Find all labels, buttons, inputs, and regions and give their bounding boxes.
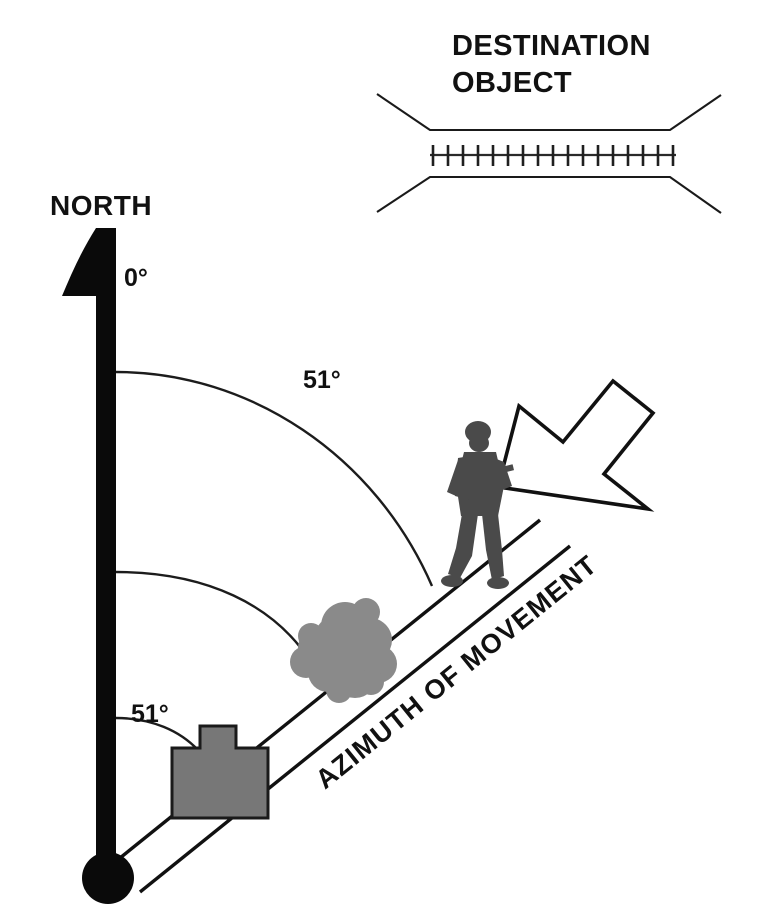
destination-hatched-line — [430, 145, 676, 166]
foliage-lobe — [358, 669, 384, 695]
foliage-lobe — [298, 623, 324, 649]
movement-arrowhead-group — [495, 378, 656, 512]
foliage-lobe — [326, 677, 352, 703]
zero-degree-label: 0° — [124, 264, 148, 292]
lower-angle-label: 51° — [131, 700, 169, 728]
destination-object-title-line1: DESTINATION — [452, 30, 651, 62]
upper-angle-arc — [115, 370, 434, 587]
north-arrow-group: NORTH 0° — [50, 190, 152, 878]
lower-angle-arc — [115, 716, 199, 751]
north-arrowhead — [62, 228, 96, 296]
soldier-figure — [441, 421, 515, 589]
soldier-head — [469, 434, 489, 452]
soldier-arm-left — [447, 460, 466, 496]
hatched-tick-marks — [431, 145, 675, 166]
soldier-boot-right — [487, 577, 509, 589]
soldier-weapon — [465, 464, 515, 482]
middle-angle-arc — [115, 570, 314, 665]
origin-point-group — [82, 852, 134, 904]
soldier-arm-right — [494, 458, 512, 490]
destination-upper-boundary-line — [376, 93, 722, 132]
destination-object-title-line2: OBJECT — [452, 67, 572, 99]
destination-object-group: DESTINATION OBJECT — [376, 30, 722, 214]
north-label: NORTH — [50, 190, 152, 221]
destination-lower-boundary-line — [376, 175, 722, 214]
soldier-leg-right — [482, 514, 504, 580]
building-symbol — [170, 724, 270, 820]
building-outline — [170, 724, 270, 820]
soldier-boot-left — [441, 575, 463, 587]
origin-point-marker — [82, 852, 134, 904]
upper-angle-label: 51° — [303, 366, 341, 394]
foliage-lobe — [316, 618, 348, 650]
angle-arcs-group: 51° 51° — [115, 366, 434, 751]
soldier-leg-left — [448, 514, 478, 578]
movement-open-arrowhead — [495, 378, 656, 512]
azimuth-ray-lower — [138, 544, 572, 894]
foliage-lobe — [352, 598, 380, 626]
foliage-lobe — [290, 646, 322, 678]
north-shaft — [96, 228, 116, 878]
vegetation-symbol — [290, 598, 397, 703]
